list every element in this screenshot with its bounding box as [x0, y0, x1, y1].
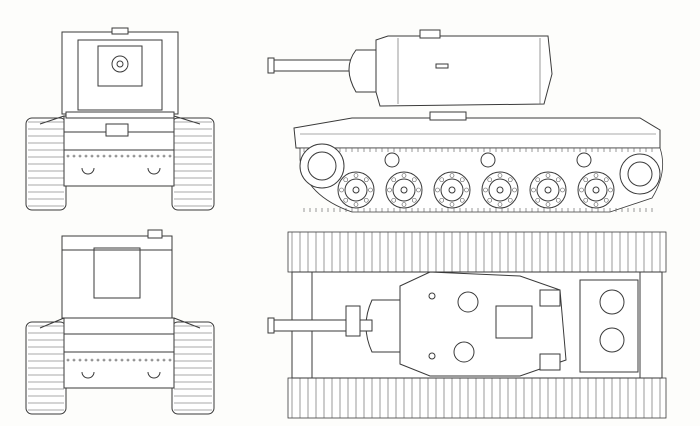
- top-mantlet: [365, 299, 401, 353]
- front-driver-port: [105, 123, 129, 137]
- top-fan-cover-2: [599, 327, 625, 353]
- return-roller: [576, 152, 592, 168]
- side-gun-mantlet: [348, 49, 377, 93]
- road-wheel: [385, 171, 423, 209]
- rear-turret-hatch: [93, 247, 141, 299]
- track-shoe-lines: [28, 121, 212, 411]
- front-gun-muzzle: [111, 55, 129, 73]
- return-roller: [480, 152, 496, 168]
- rear-hull: [63, 317, 175, 389]
- road-wheel: [529, 171, 567, 209]
- return-roller: [384, 152, 400, 168]
- front-view: [25, 27, 215, 211]
- top-driver-hatch: [345, 305, 361, 337]
- road-wheel: [433, 171, 471, 209]
- side-drive-sprocket: [619, 153, 661, 195]
- side-idler-wheel: [299, 143, 345, 189]
- road-wheel: [337, 171, 375, 209]
- side-turret-hatch: [419, 29, 441, 39]
- top-turret: [399, 271, 567, 377]
- top-upper-track: [287, 231, 667, 273]
- top-lower-track: [287, 377, 667, 419]
- top-view: [267, 231, 667, 419]
- top-commander-hatch: [457, 291, 479, 313]
- rear-view: [25, 229, 215, 415]
- top-turret-plate: [495, 305, 533, 339]
- road-wheel: [577, 171, 615, 209]
- top-fan-cover-1: [599, 289, 625, 315]
- road-wheel: [481, 171, 519, 209]
- side-hull: [293, 117, 661, 149]
- side-turret: [375, 35, 553, 107]
- side-view: [267, 29, 664, 213]
- top-engine-deck: [579, 279, 639, 373]
